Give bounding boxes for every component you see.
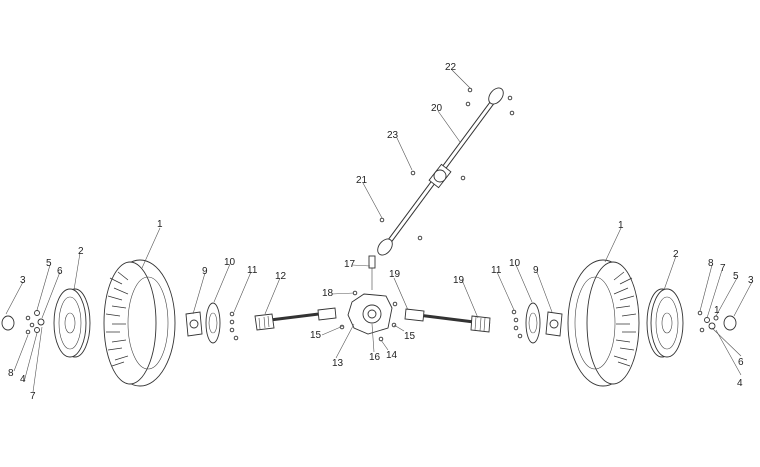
callout-label: 11 — [491, 265, 502, 276]
callout-label: 4 — [737, 378, 743, 389]
callout-label: 2 — [78, 246, 84, 257]
differential — [339, 255, 398, 342]
callout-label: 21 — [356, 175, 368, 186]
callout-label: 8 — [708, 258, 714, 269]
callout-label: 10 — [509, 258, 521, 269]
callout-label: 18 — [322, 288, 334, 299]
callout-label: 14 — [386, 350, 398, 361]
callout-label: 4 — [20, 374, 26, 385]
cv-shaft-left — [254, 307, 337, 331]
callout-label: 20 — [431, 103, 443, 114]
callout-label: 7 — [30, 391, 36, 402]
callout-label: 5 — [733, 271, 739, 282]
callout-label: 9 — [533, 265, 539, 276]
right-wheel-assembly — [511, 259, 737, 387]
callout-label: 16 — [369, 352, 381, 363]
callout-label: 6 — [57, 266, 63, 277]
callout-label: 12 — [275, 271, 287, 282]
callout-label: 17 — [344, 259, 356, 270]
callout-label: 3 — [20, 275, 26, 286]
cv-shaft-right — [404, 308, 491, 333]
callout-label: 19 — [389, 269, 401, 280]
callout-label: 15 — [404, 331, 416, 342]
left-wheel-assembly — [1, 259, 239, 387]
callout-labels: 1 2 3 4 5 6 7 8 9 10 11 12 13 14 15 15 1… — [8, 62, 754, 402]
callout-label: 1 — [157, 219, 163, 230]
callout-label: 7 — [720, 263, 726, 274]
callout-label: 10 — [224, 257, 236, 268]
callout-label: 1 — [714, 305, 720, 316]
callout-label: 3 — [748, 275, 754, 286]
callout-label: 22 — [445, 62, 457, 73]
leader-lines — [5, 69, 753, 393]
callout-label: 11 — [247, 265, 258, 276]
callout-label: 19 — [453, 275, 465, 286]
callout-label: 15 — [310, 330, 322, 341]
callout-label: 1 — [618, 220, 624, 231]
callout-label: 2 — [673, 249, 679, 260]
callout-label: 6 — [738, 357, 744, 368]
callout-label: 13 — [332, 358, 344, 369]
callout-label: 5 — [46, 258, 52, 269]
callout-label: 23 — [387, 130, 399, 141]
propeller-shaft — [377, 87, 515, 256]
callout-label: 8 — [8, 368, 14, 379]
callout-label: 9 — [202, 266, 208, 277]
